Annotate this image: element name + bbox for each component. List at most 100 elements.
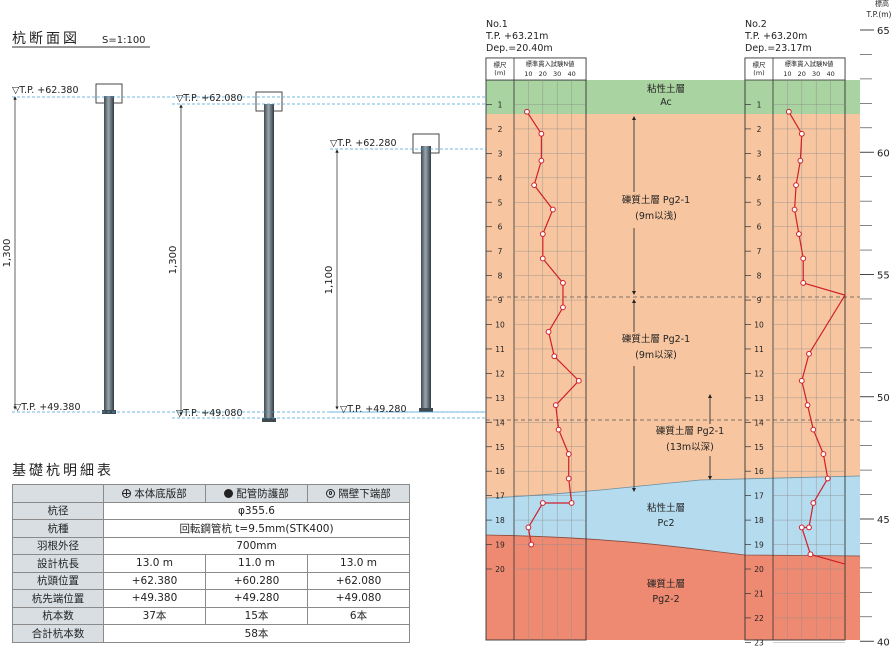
table-cell: +62.080 xyxy=(307,571,410,590)
table-header-row: 本体底版部 配管防護部 隔壁下端部 xyxy=(12,484,410,503)
borehole-1-n-point xyxy=(549,206,556,213)
borehole-2-depth-label: 20 xyxy=(754,565,764,574)
borehole-1-n-head: 標準貫入試験N値 xyxy=(526,59,575,68)
borehole-2-depth-label: 7 xyxy=(757,247,762,256)
borehole-1-n-point xyxy=(555,426,562,433)
borehole-2-n-point xyxy=(806,350,812,357)
borehole-1-n-point xyxy=(524,108,530,115)
borehole-2-depth-label: 3 xyxy=(757,149,762,158)
borehole-1-n-point xyxy=(568,500,575,506)
borehole-2-depth-label: 23 xyxy=(754,638,764,647)
borehole-1-n-point xyxy=(545,328,552,335)
borehole-2-n-point xyxy=(824,475,831,482)
stratum-pg2-1-shallow-code: (9m以浅) xyxy=(635,210,677,222)
table-cell: 700mm xyxy=(103,536,410,555)
borehole-1-depth-head: 標尺 xyxy=(494,60,508,69)
table-cell: +49.280 xyxy=(205,589,308,608)
pile-3 xyxy=(412,133,440,412)
borehole-2-n-point xyxy=(797,157,804,164)
borehole-2-depth-label: 2 xyxy=(757,125,762,134)
borehole-2-depth-unit: (m) xyxy=(753,69,764,77)
elevation-tick-label: 45 xyxy=(877,515,890,526)
borehole-2-n-head: 標準貫入試験N値 xyxy=(785,59,834,68)
pile-1-top-label: ▽T.P. +62.380 xyxy=(12,85,79,96)
table-cell: +60.280 xyxy=(205,571,308,590)
borehole-1-n-point xyxy=(560,304,566,311)
borehole-2-n-point xyxy=(810,500,817,506)
strata-labels: 粘性土層 Ac 礫質土層 Pg2-1 (9m以浅) 礫質土層 Pg2-1 (9m… xyxy=(622,83,724,605)
stratum-ac-name: 粘性土層 xyxy=(647,83,685,95)
borehole-2-n-point xyxy=(807,551,814,558)
borehole-2-n-point xyxy=(804,402,811,409)
pile-section-scale: S=1:100 xyxy=(102,35,146,46)
borehole-2-depth-label: 6 xyxy=(757,223,762,232)
borehole-1-n-tick: 10 xyxy=(524,70,532,78)
borehole-1-n-tick: 30 xyxy=(553,70,561,78)
borehole-1-depth-label: 15 xyxy=(495,443,505,452)
stratum-pc2-name: 粘性土層 xyxy=(647,502,685,514)
stratum-ac-code: Ac xyxy=(660,97,672,108)
borehole-2-n-point xyxy=(785,108,792,115)
column-header-1: 本体底版部 xyxy=(103,484,206,503)
borehole-2-depth-label: 9 xyxy=(757,296,762,305)
borehole-2-n-point xyxy=(820,451,827,457)
table-cell: 13.0 m xyxy=(103,554,206,573)
elevation-axis-label-2: T.P.(m) xyxy=(866,10,892,19)
stratum-pg2-2-name: 礫質土層 xyxy=(647,578,685,590)
column-header-3: 隔壁下端部 xyxy=(307,484,410,503)
borehole-1-n-point xyxy=(565,451,572,457)
stratum-pg2-2-code: Pg2-2 xyxy=(652,594,679,605)
borehole-2-n-point xyxy=(798,377,805,384)
borehole-1-depth-label: 6 xyxy=(498,223,503,232)
pile-section-title: 杭断面図 xyxy=(12,31,80,47)
table-cell: 13.0 m xyxy=(307,554,410,573)
borehole-2-tp: T.P. +63.20m xyxy=(744,31,807,42)
borehole-2-n-point xyxy=(806,524,812,531)
borehole-2-depth-label: 22 xyxy=(754,614,764,623)
borehole-1-depth-label: 9 xyxy=(498,296,503,305)
borehole-2-depth-label: 15 xyxy=(754,443,764,452)
borehole-2-depth-label: 19 xyxy=(754,541,764,550)
table-cell: 6本 xyxy=(307,606,410,625)
borehole-1-depth-label: 16 xyxy=(495,467,505,476)
row-label: 杭頭位置 xyxy=(12,571,104,590)
borehole-2-n-point xyxy=(791,206,798,213)
column-2-label: 配管防護部 xyxy=(236,487,289,500)
table-row: 杭先端位置+49.380+49.280+49.080 xyxy=(12,589,410,608)
borehole-1-depth-label: 14 xyxy=(495,418,505,427)
borehole-2-depth-label: 10 xyxy=(754,321,764,330)
borehole-2-n-tick: 40 xyxy=(826,70,834,78)
borehole-2-n-tick: 10 xyxy=(783,70,791,78)
stratum-pc2-code: Pc2 xyxy=(658,518,675,529)
table-cell: 15本 xyxy=(205,606,308,625)
table-cell: +62.380 xyxy=(103,571,206,590)
elevation-tick-label: 60 xyxy=(877,148,890,159)
borehole-1-n-tick: 20 xyxy=(539,70,547,78)
stratum-pc2 xyxy=(486,476,860,556)
borehole-2-depth-label: 14 xyxy=(754,418,764,427)
borehole-1-n-tick: 40 xyxy=(567,70,575,78)
borehole-2-n-tick: 20 xyxy=(798,70,806,78)
table-cell: 11.0 m xyxy=(205,554,308,573)
borehole-1-depth-label: 7 xyxy=(498,247,503,256)
borehole-1-n-point xyxy=(539,231,546,237)
borehole-1-depth-label: 17 xyxy=(495,492,505,501)
borehole-1-depth-label: 20 xyxy=(495,565,505,574)
borehole-2-n-point xyxy=(793,182,799,189)
borehole-1-depth-label: 12 xyxy=(495,369,505,378)
borehole-1-depth-label: 3 xyxy=(498,149,503,158)
borehole-1-depth-label: 2 xyxy=(498,125,503,134)
row-label: 設計杭長 xyxy=(12,554,104,573)
borehole-2-n-tick: 30 xyxy=(812,70,820,78)
borehole-1-n-point xyxy=(538,130,545,137)
stratum-pg2-1-13m-code: (13m以深) xyxy=(666,442,714,453)
elevation-tick-label: 55 xyxy=(877,271,890,282)
filled-circle-icon xyxy=(224,488,234,498)
pile-3-bottom-label: ▽T.P. +49.280 xyxy=(340,404,407,415)
